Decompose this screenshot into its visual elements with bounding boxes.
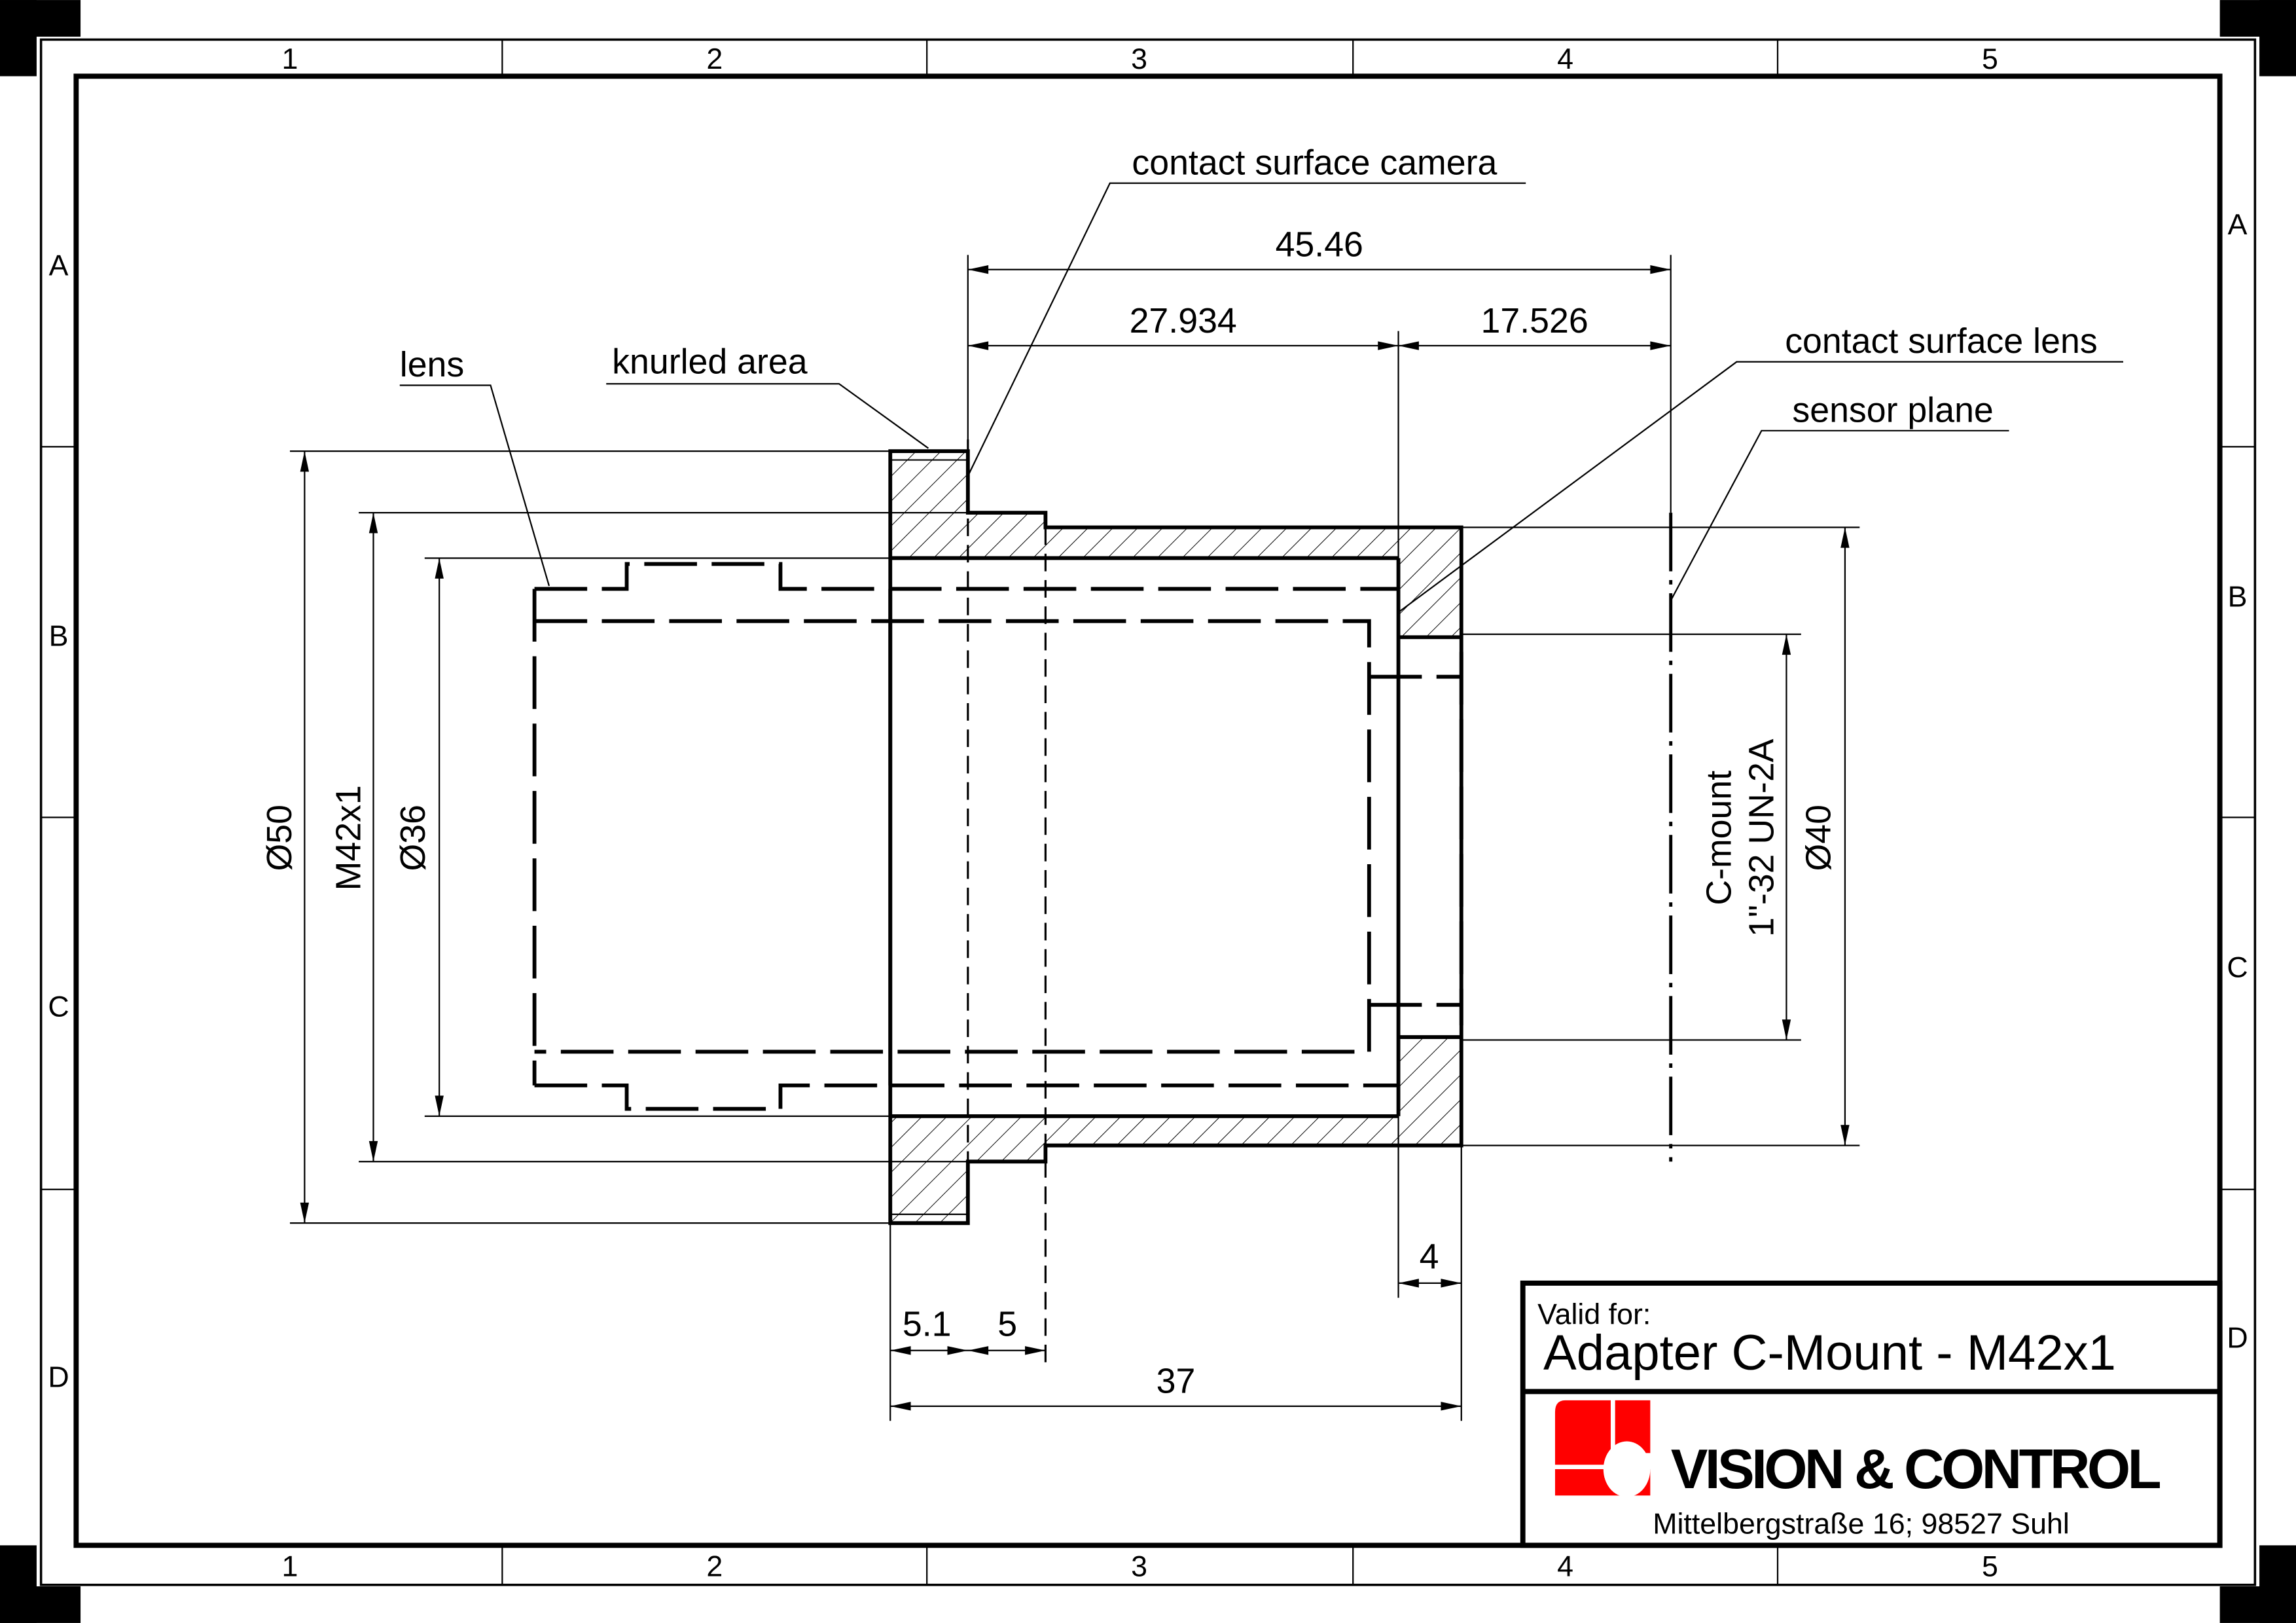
col-label: 4 (1557, 43, 1573, 75)
dim-flange-width: 5.1 (903, 1304, 952, 1343)
col-label: 1 (282, 43, 298, 75)
company-name: VISION & CONTROL (1671, 1438, 2161, 1501)
dim-flange-focal: 17.526 (1481, 301, 1588, 340)
dim-thread-m42: M42x1 (329, 785, 368, 890)
row-label: B (2228, 580, 2248, 613)
col-label: 5 (1982, 43, 1998, 75)
row-label: A (49, 249, 69, 282)
row-label: B (49, 620, 69, 653)
col-label: 2 (706, 43, 723, 75)
arrowheads (300, 265, 1850, 1411)
row-label: A (2228, 208, 2248, 241)
dim-dia-40: Ø40 (1799, 805, 1839, 871)
extension-lines (289, 255, 1860, 1421)
row-label: D (48, 1361, 69, 1394)
label-contact-surface-camera: contact surface camera (1132, 143, 1497, 182)
outer-frame (39, 38, 2257, 1586)
dim-overall-length: 45.46 (1276, 225, 1363, 264)
drawing-title: Adapter C-Mount - M42x1 (1543, 1325, 2116, 1381)
adapter-section (888, 439, 1463, 1362)
grid-dividers (41, 39, 2255, 1585)
dim-step-width: 5 (997, 1304, 1017, 1343)
dim-c-mount: C-mount (1699, 771, 1738, 905)
label-lens: lens (400, 345, 465, 384)
row-label: C (48, 991, 69, 1023)
col-label: 1 (282, 1550, 298, 1582)
dim-lip-width: 4 (1420, 1237, 1439, 1277)
dim-c-mount-thread: 1"-32 UN-2A (1742, 739, 1781, 937)
dim-body-length: 37 (1157, 1362, 1196, 1401)
dim-dia-36: Ø36 (393, 805, 433, 871)
company-address: Mittelbergstraße 16; 98527 Suhl (1653, 1507, 2070, 1540)
company-logo (1554, 1400, 1651, 1497)
dimension-lines (304, 268, 1846, 1407)
label-contact-surface-lens: contact surface lens (1785, 321, 2097, 361)
dim-dia-50: Ø50 (260, 805, 299, 871)
title-block: Valid for: Adapter C-Mount - M42x1 VISIO… (1520, 1280, 2223, 1548)
col-label: 5 (1982, 1550, 1998, 1582)
leader-lines (399, 182, 2124, 613)
valid-for-label: Valid for: (1537, 1298, 1651, 1331)
col-label: 2 (706, 1550, 723, 1582)
col-label: 3 (1131, 1550, 1147, 1582)
col-label: 3 (1131, 43, 1147, 75)
col-label: 4 (1557, 1550, 1573, 1582)
lens-outline (532, 562, 1463, 1111)
grid-labels: 1 2 3 4 5 1 2 3 4 5 A B C D A B C D (48, 43, 2248, 1582)
label-knurled-area: knurled area (612, 342, 808, 382)
row-label: D (2227, 1321, 2248, 1354)
label-sensor-plane: sensor plane (1792, 390, 1993, 429)
row-label: C (2227, 951, 2248, 983)
inner-frame (73, 73, 2223, 1548)
dim-flange-to-lens: 27.934 (1130, 301, 1237, 340)
